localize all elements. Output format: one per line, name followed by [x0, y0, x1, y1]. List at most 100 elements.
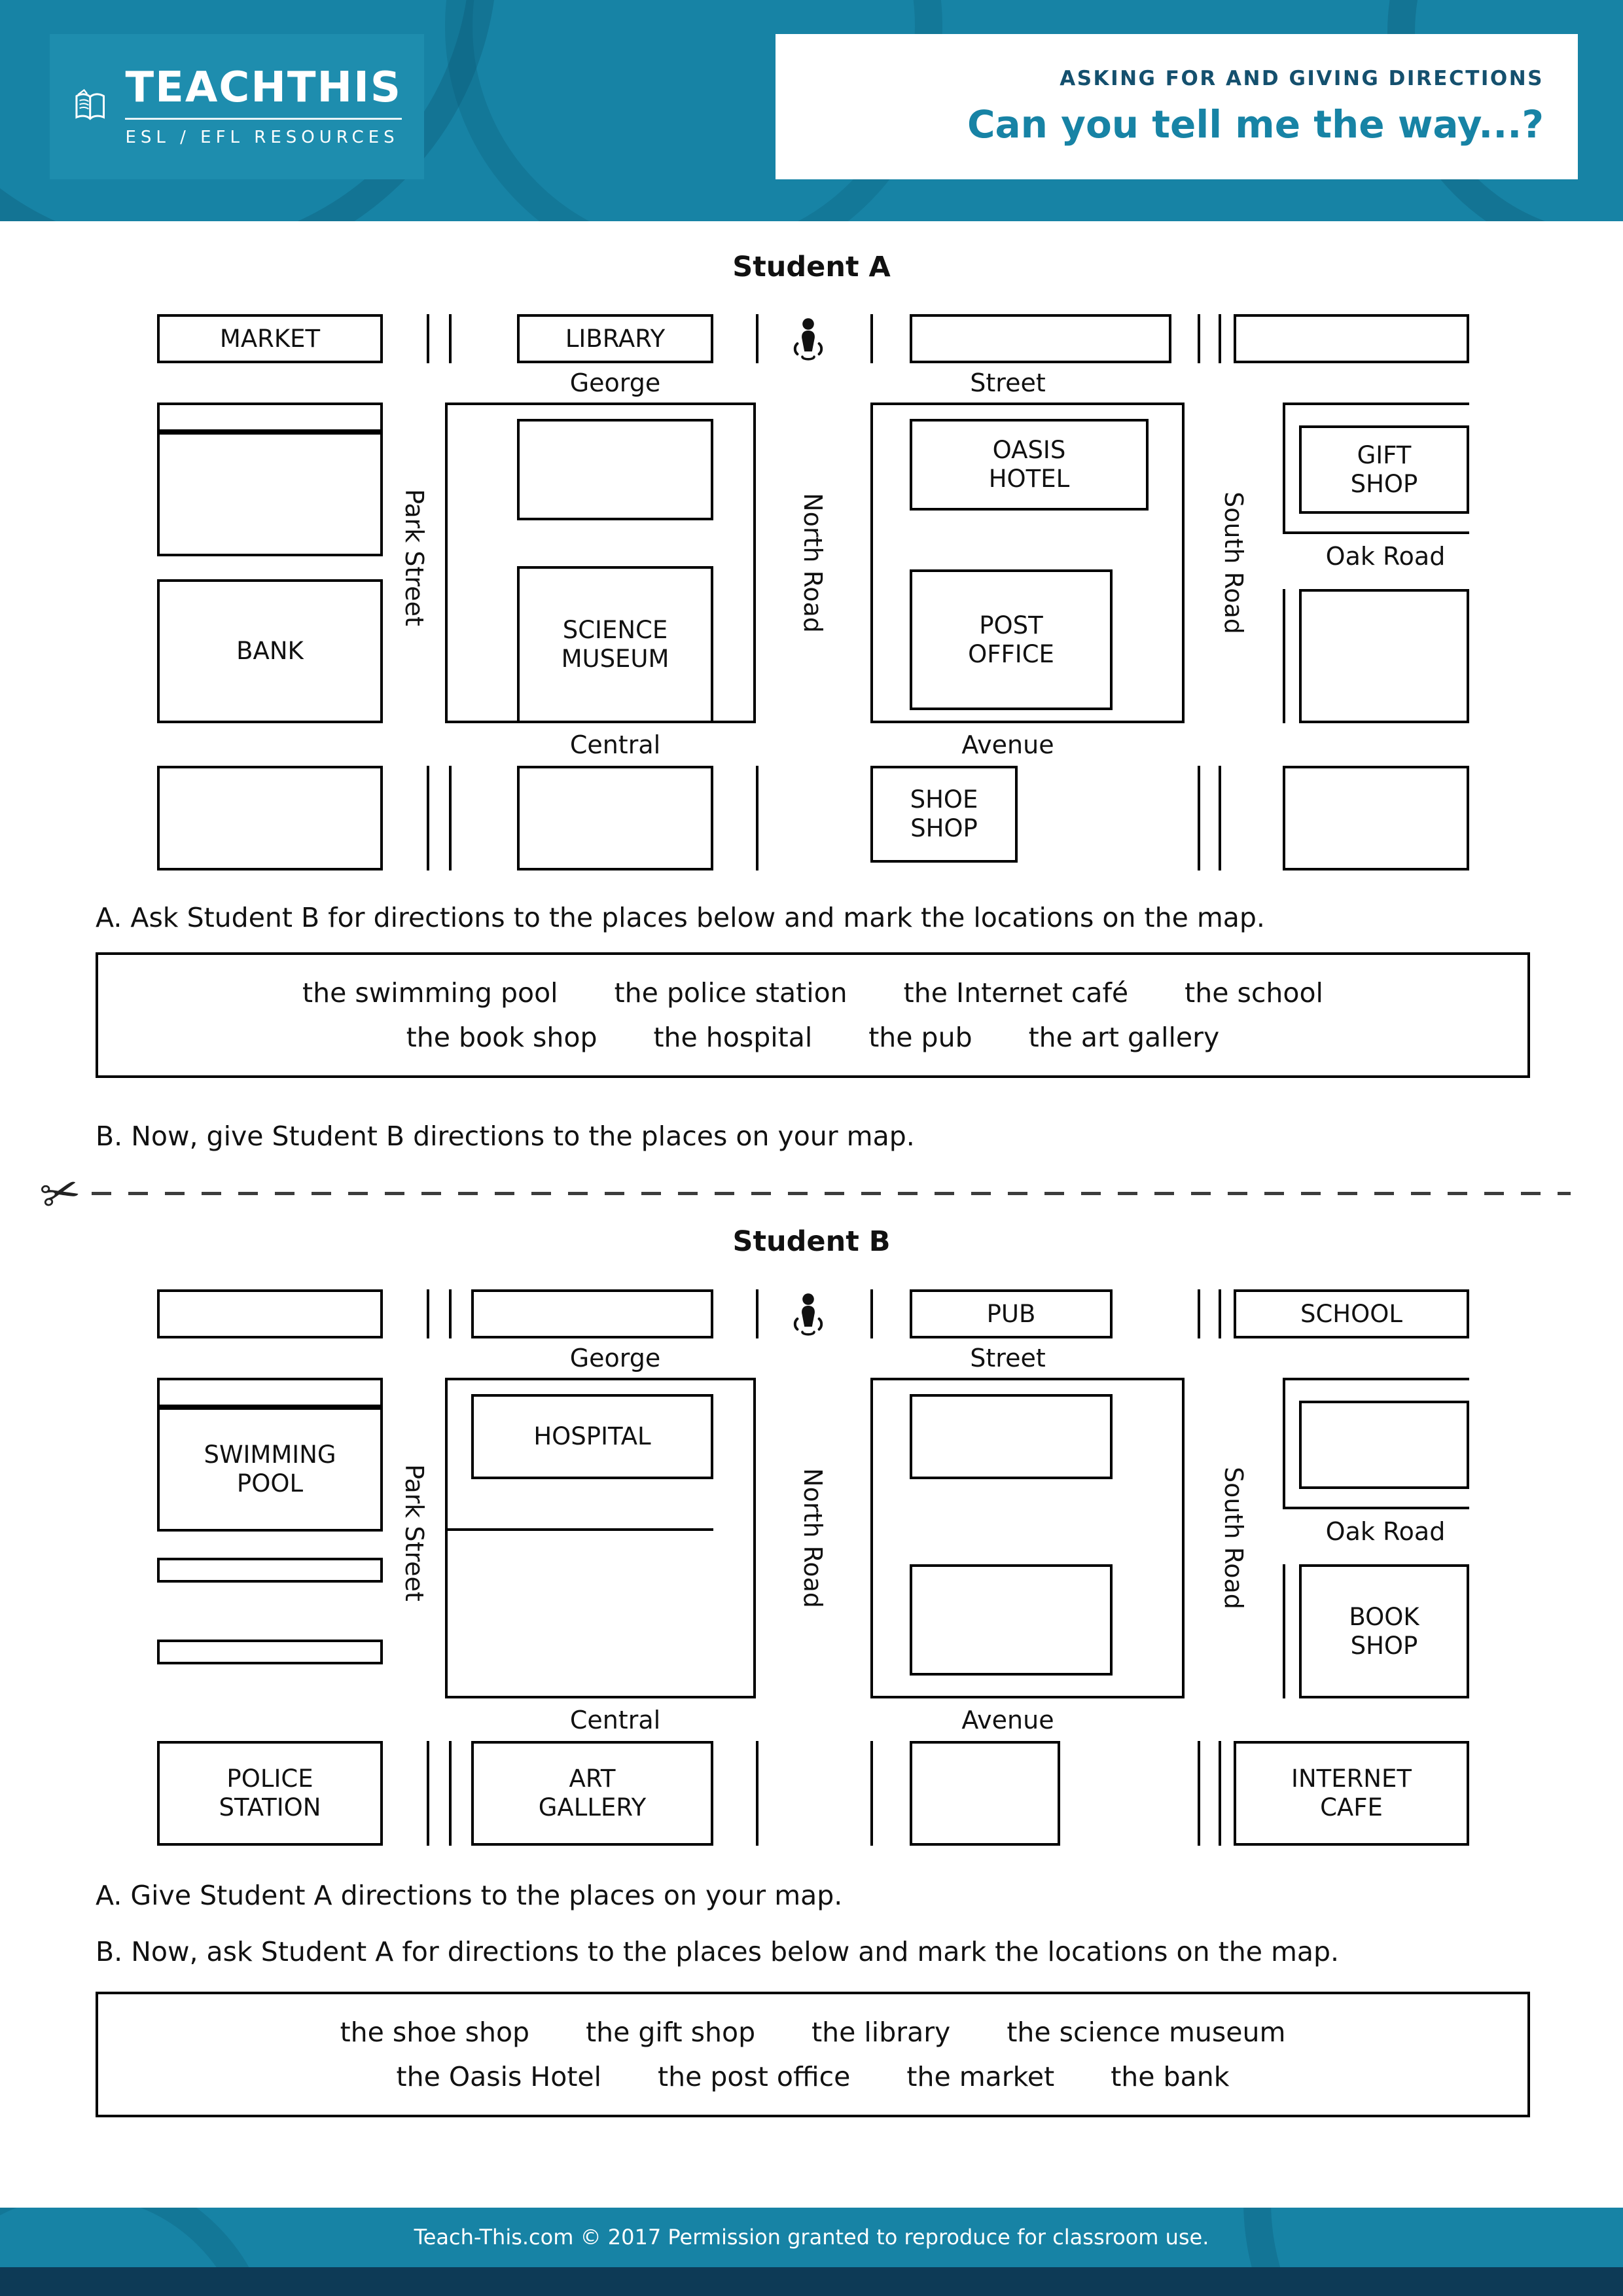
street-tick	[1219, 1289, 1221, 1338]
logo-subtitle: ESL / EFL RESOURCES	[125, 117, 402, 147]
street-tick	[427, 1289, 429, 1338]
street-tick	[756, 1289, 758, 1338]
building-book-shop: BOOK SHOP	[1299, 1564, 1469, 1698]
building-science-museum: SCIENCE MUSEUM	[517, 566, 713, 723]
street-tick	[1198, 1289, 1200, 1338]
building-pub: PUB	[910, 1289, 1113, 1338]
wordbox-item: the Oasis Hotel	[396, 2061, 602, 2092]
footer-credit: Teach-This.com © 2017 Permission granted…	[414, 2225, 1209, 2250]
dashed-cut-line	[92, 1191, 1571, 1195]
street-tick	[449, 1741, 452, 1846]
footer-band: Teach-This.com © 2017 Permission granted…	[0, 2208, 1623, 2296]
wordbox-item: the police station	[614, 977, 847, 1009]
worksheet-kicker: ASKING FOR AND GIVING DIRECTIONS	[1060, 67, 1544, 90]
building-market: MARKET	[157, 314, 383, 363]
building-unlabeled	[157, 1558, 383, 1583]
footer-accent-bar	[0, 2267, 1623, 2296]
building-unlabeled	[1283, 766, 1469, 870]
wordbox-item: the market	[906, 2061, 1055, 2092]
building-unlabeled	[517, 419, 713, 520]
wordbox-item: the pub	[868, 1022, 972, 1053]
street-label-street: Street	[970, 1344, 1046, 1372]
block-edge	[1283, 1378, 1469, 1380]
building-art-gallery: ART GALLERY	[471, 1741, 713, 1846]
student-b-task-a: A. Give Student A directions to the plac…	[96, 1880, 843, 1911]
student-a-map: MARKET LIBRARY George Street BANK Park S…	[151, 314, 1472, 872]
street-tick	[870, 1741, 873, 1846]
student-a-task-a: A. Ask Student B for directions to the p…	[96, 902, 1265, 933]
wordbox-item: the post office	[658, 2061, 851, 2092]
street-label-park-street: Park Street	[400, 489, 429, 626]
building-school: SCHOOL	[1234, 1289, 1469, 1338]
wordbox-item: the gift shop	[586, 2017, 756, 2048]
block-edge	[1283, 403, 1469, 405]
building-unlabeled	[157, 403, 383, 432]
block-edge	[1283, 589, 1285, 723]
street-label-central: Central	[569, 730, 661, 759]
block-edge	[1283, 1507, 1469, 1509]
scissors-icon: ✂	[34, 1161, 86, 1225]
building-hospital: HOSPITAL	[471, 1394, 713, 1479]
street-label-south-road: South Road	[1219, 492, 1248, 634]
wordbox-item: the school	[1185, 977, 1323, 1009]
you-are-here-icon	[791, 315, 826, 364]
building-unlabeled	[517, 766, 713, 870]
wordbox-item: the science museum	[1007, 2017, 1286, 2048]
building-unlabeled	[910, 1564, 1113, 1676]
building-swimming-pool: SWIMMING POOL	[157, 1407, 383, 1532]
street-tick	[1198, 766, 1200, 870]
street-tick	[427, 314, 429, 363]
building-unlabeled	[471, 1289, 713, 1338]
header-band: TEACHTHIS ESL / EFL RESOURCES ASKING FOR…	[0, 0, 1623, 221]
street-tick	[427, 766, 429, 870]
building-shoe-shop: SHOE SHOP	[870, 766, 1018, 863]
wordbox-row: the book shop the hospital the pub the a…	[98, 1022, 1527, 1053]
teachthis-logo: TEACHTHIS ESL / EFL RESOURCES	[50, 34, 424, 179]
building-gift-shop: GIFT SHOP	[1299, 425, 1469, 514]
wordbox-item: the hospital	[653, 1022, 813, 1053]
student-a-heading: Student A	[732, 251, 891, 283]
wordbox-row: the shoe shop the gift shop the library …	[98, 2017, 1527, 2048]
street-tick	[756, 314, 758, 363]
street-label-avenue: Avenue	[961, 1706, 1054, 1734]
wordbox-item: the art gallery	[1028, 1022, 1220, 1053]
student-b-map: PUB SCHOOL George Street SWIMMING POOL P…	[151, 1289, 1472, 1847]
student-b-heading: Student B	[732, 1225, 891, 1258]
street-tick	[449, 314, 452, 363]
street-label-avenue: Avenue	[961, 730, 1054, 759]
wordbox-row: the Oasis Hotel the post office the mark…	[98, 2061, 1527, 2092]
block-edge	[1283, 1564, 1285, 1698]
street-tick	[1219, 314, 1221, 363]
logo-title: TEACHTHIS	[125, 63, 402, 112]
street-label-south-road: South Road	[1219, 1467, 1248, 1609]
city-block	[445, 1378, 756, 1698]
student-a-wordbox: the swimming pool the police station the…	[96, 952, 1530, 1078]
building-unlabeled	[157, 766, 383, 870]
building-unlabeled	[157, 1378, 383, 1407]
street-label-central: Central	[569, 1706, 661, 1734]
wordbox-item: the book shop	[406, 1022, 597, 1053]
student-a-task-b: B. Now, give Student B directions to the…	[96, 1121, 915, 1152]
building-unlabeled	[1299, 1401, 1469, 1489]
logo-text: TEACHTHIS ESL / EFL RESOURCES	[125, 67, 402, 147]
street-label-north-road: North Road	[798, 1468, 827, 1608]
building-post-office: POST OFFICE	[910, 569, 1113, 710]
city-block	[870, 1378, 1185, 1698]
book-icon	[75, 88, 105, 120]
block-edge	[445, 1528, 713, 1531]
title-card: ASKING FOR AND GIVING DIRECTIONS Can you…	[776, 34, 1578, 179]
street-tick	[870, 314, 873, 363]
building-unlabeled	[1234, 314, 1469, 363]
building-police-station: POLICE STATION	[157, 1741, 383, 1846]
street-tick	[1219, 766, 1221, 870]
building-bank: BANK	[157, 579, 383, 723]
street-tick	[756, 1741, 758, 1846]
street-tick	[756, 766, 758, 870]
street-tick	[1219, 1741, 1221, 1846]
student-b-task-b: B. Now, ask Student A for directions to …	[96, 1936, 1340, 1967]
building-unlabeled	[157, 1289, 383, 1338]
street-tick	[449, 1289, 452, 1338]
building-unlabeled	[910, 1394, 1113, 1479]
block-edge	[1283, 403, 1285, 531]
